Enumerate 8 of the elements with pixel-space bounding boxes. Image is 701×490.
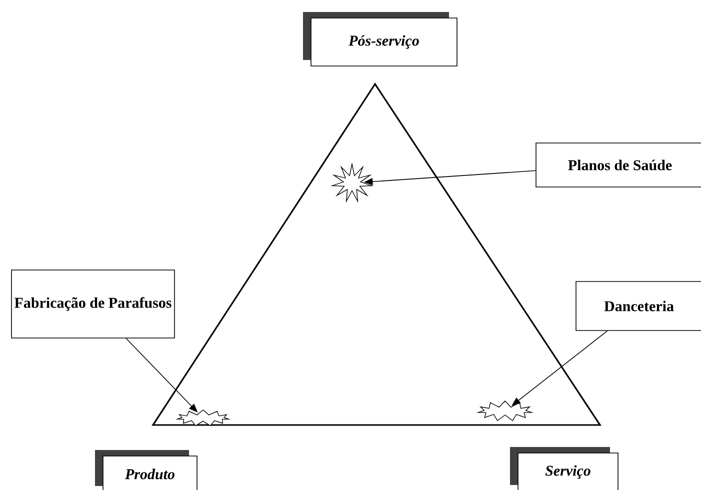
starburst (175, 410, 231, 426)
corner-label-box: Produto (95, 450, 198, 490)
callout-box: Planos de Saúde (536, 142, 701, 188)
starburst (476, 400, 534, 422)
callout-box: Fabricação de Parafusos (11, 270, 175, 338)
corner-label-box: Pós-serviço (303, 12, 458, 66)
corner-label-box: Serviço (510, 447, 618, 490)
callout-box: Danceteria (576, 281, 701, 331)
